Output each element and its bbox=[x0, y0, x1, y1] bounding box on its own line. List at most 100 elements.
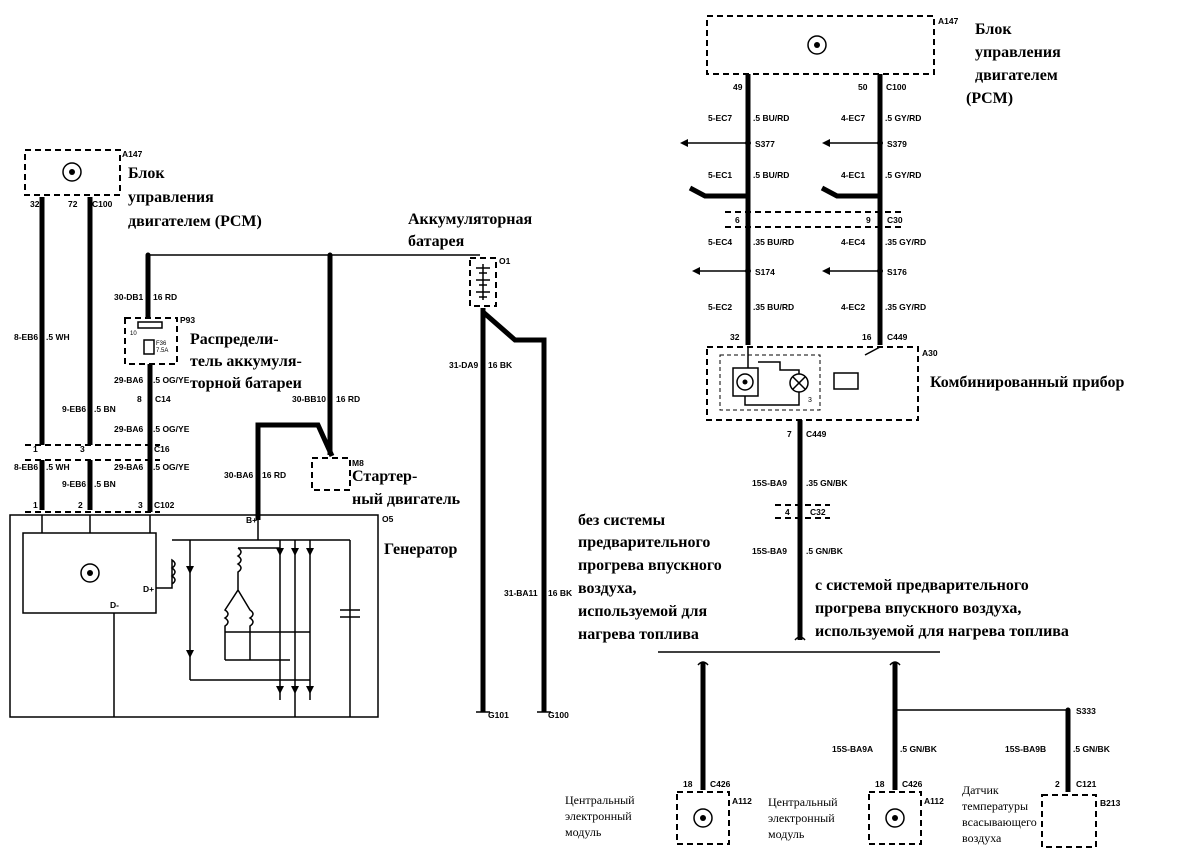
wire-15sba9-b-gauge: .5 GN/BK bbox=[806, 546, 844, 556]
splice-s377: S377 bbox=[755, 139, 775, 149]
sensor-ref: B213 bbox=[1100, 798, 1121, 808]
gem2-ref: A112 bbox=[924, 796, 944, 806]
wire-29ba6-c-gauge: .5 OG/YE bbox=[153, 462, 190, 472]
intake-air-temp-sensor: 2 C121 B213 Датчик температуры всасывающ… bbox=[962, 779, 1121, 848]
gem1-pin: 18 bbox=[683, 779, 693, 789]
wire-4ec1-gauge: .5 GY/RD bbox=[885, 170, 921, 180]
wire-4ec1: 4-EC1 bbox=[841, 170, 865, 180]
gem-module-1: 18 C426 A112 Центральный электронный мод… bbox=[565, 779, 752, 845]
wire-5ec2-gauge: .35 BU/RD bbox=[753, 302, 794, 312]
wire-5ec1: 5-EC1 bbox=[708, 170, 732, 180]
wire-31da9: 31-DA9 bbox=[449, 360, 479, 370]
instrument-cluster: 3 A30 Комбинированный прибор bbox=[706, 346, 1124, 421]
c30-pin-9: 9 bbox=[866, 215, 871, 225]
distributor-label-2: тель аккумуля- bbox=[190, 353, 302, 370]
starter-label-2: ный двигатель bbox=[352, 491, 461, 508]
wire-29ba6-a: 29-BA6 bbox=[114, 375, 144, 385]
distributor-fuse-pin: 10 bbox=[130, 331, 137, 337]
c102-pin-1: 1 bbox=[33, 500, 38, 510]
wire-30db1-gauge: 16 RD bbox=[153, 292, 177, 302]
note-with-preheat: с системой предварительного прогрева впу… bbox=[815, 577, 1069, 640]
wire-15sba9a: 15S-BA9A bbox=[832, 744, 873, 754]
c102-label: C102 bbox=[154, 500, 175, 510]
splice-s379: S379 bbox=[887, 139, 907, 149]
gem2-connector: C426 bbox=[902, 779, 923, 789]
wire-8eb6-a-gauge: .5 WH bbox=[46, 332, 70, 342]
wire-5ec7: 5-EC7 bbox=[708, 113, 732, 123]
note-without-5: используемой для bbox=[578, 603, 707, 620]
wire-30db1: 30-DB1 bbox=[114, 292, 144, 302]
note-without-preheat: без системы предварительного прогрева вп… bbox=[578, 512, 722, 643]
gem1-label-2: электронный bbox=[565, 809, 632, 823]
pcm-right-label-1: Блок bbox=[975, 21, 1012, 38]
note-without-2: предварительного bbox=[578, 534, 710, 551]
note-without-4: воздуха, bbox=[578, 580, 637, 597]
starter-motor: M8 Стартер- ный двигатель bbox=[311, 457, 461, 508]
splice-s333: S333 bbox=[1076, 706, 1096, 716]
wire-4ec7: 4-EC7 bbox=[841, 113, 865, 123]
cluster-pin-7: 7 bbox=[787, 429, 792, 439]
pcm-right: A147 Блок управления двигателем (PCM) 49… bbox=[706, 15, 1061, 107]
generator-terminal-b: B+ bbox=[246, 515, 257, 525]
c32-label: C32 bbox=[810, 507, 826, 517]
wire-5ec7-gauge: .5 BU/RD bbox=[753, 113, 789, 123]
c32-pin: 4 bbox=[785, 507, 790, 517]
note-with-2: прогрева впускного воздуха, bbox=[815, 600, 1021, 617]
wire-9eb6-b-gauge: .5 BN bbox=[94, 479, 116, 489]
wire-4ec7-gauge: .5 GY/RD bbox=[885, 113, 921, 123]
cluster-connector-top: C449 bbox=[887, 332, 908, 342]
pcm-right-label-4: (PCM) bbox=[966, 90, 1013, 107]
wire-9eb6-b: 9-EB6 bbox=[62, 479, 86, 489]
battery-label-1: Аккумуляторная bbox=[408, 211, 532, 228]
ground-g100: G100 bbox=[548, 710, 569, 720]
sensor-pin: 2 bbox=[1055, 779, 1060, 789]
gem1-label-3: модуль bbox=[565, 825, 602, 839]
pcm-right-label-2: управления bbox=[975, 44, 1061, 61]
wire-15sba9b-gauge: .5 GN/BK bbox=[1073, 744, 1111, 754]
gem1-label-1: Центральный bbox=[565, 793, 635, 807]
pcm-left: A147 Блок управления двигателем (PCM) 32… bbox=[24, 149, 262, 230]
wire-8eb6-b-gauge: .5 WH bbox=[46, 462, 70, 472]
generator-label: Генератор bbox=[384, 541, 458, 558]
sensor-label-3: всасывающего bbox=[962, 815, 1037, 829]
generator-terminal-dm: D- bbox=[110, 600, 119, 610]
cluster-pin-32: 32 bbox=[730, 332, 740, 342]
wire-15sba9a-gauge: .5 GN/BK bbox=[900, 744, 938, 754]
wire-9eb6-a: 9-EB6 bbox=[62, 404, 86, 414]
c102-pin-2: 2 bbox=[78, 500, 83, 510]
battery: O1 Аккумуляторная батарея bbox=[408, 211, 532, 307]
c14-pin: 8 bbox=[137, 394, 142, 404]
pcm-right-connector: C100 bbox=[886, 82, 907, 92]
pcm-left-pin-72: 72 bbox=[68, 199, 78, 209]
cluster-pin-16: 16 bbox=[862, 332, 872, 342]
pcm-left-connector: C100 bbox=[92, 199, 113, 209]
wire-29ba6-a-gauge: .5 OG/YE bbox=[153, 375, 190, 385]
gem2-label-2: электронный bbox=[768, 811, 835, 825]
wire-5ec4: 5-EC4 bbox=[708, 237, 732, 247]
wire-15sba9b: 15S-BA9B bbox=[1005, 744, 1046, 754]
generator: O5 Генератор D+ D- B+ bbox=[9, 514, 458, 718]
pcm-right-label-3: двигателем bbox=[975, 67, 1058, 84]
sensor-label-1: Датчик bbox=[962, 783, 999, 797]
starter-ref: M8 bbox=[352, 458, 364, 468]
wire-31ba11-gauge: 16 BK bbox=[548, 588, 573, 598]
distributor-label-1: Распредели- bbox=[190, 331, 279, 348]
distributor-label-3: торной батареи bbox=[190, 375, 302, 392]
distributor-fuse: F36 bbox=[156, 341, 167, 347]
pcm-left-pin-32: 32 bbox=[30, 199, 40, 209]
wire-5ec1-gauge: .5 BU/RD bbox=[753, 170, 789, 180]
splice-s174: S174 bbox=[755, 267, 775, 277]
note-without-6: нагрева топлива bbox=[578, 626, 699, 643]
generator-terminal-d: D+ bbox=[143, 584, 154, 594]
wire-8eb6-b: 8-EB6 bbox=[14, 462, 38, 472]
wire-5ec2: 5-EC2 bbox=[708, 302, 732, 312]
distributor-ref: P93 bbox=[180, 315, 195, 325]
wire-4ec2-gauge: .35 GY/RD bbox=[885, 302, 926, 312]
cluster-ref: A30 bbox=[922, 348, 938, 358]
sensor-label-2: температуры bbox=[962, 799, 1028, 813]
generator-ref: O5 bbox=[382, 514, 394, 524]
c30-label: C30 bbox=[887, 215, 903, 225]
wire-30ba6-gauge: 16 RD bbox=[262, 470, 286, 480]
